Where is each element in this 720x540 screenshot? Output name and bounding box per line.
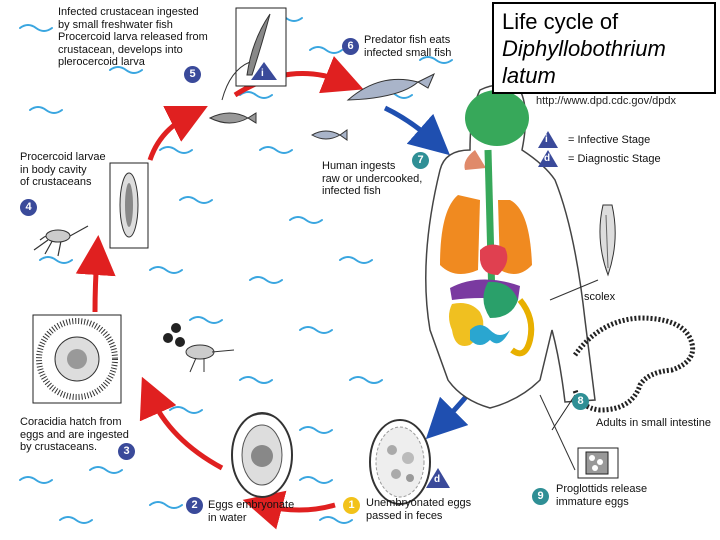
- stage-8-label: Adults in small intestine: [596, 417, 711, 429]
- stage-8-badge: 8: [572, 393, 589, 410]
- stage-3-label: Coracidia hatch from eggs and are ingest…: [20, 416, 129, 453]
- stage-4-badge: 4: [20, 199, 37, 216]
- predator-fish: [310, 72, 435, 141]
- stage-9-badge: 9: [532, 488, 549, 505]
- legend-infective-text: = Infective Stage: [568, 134, 651, 146]
- coracidium-inset: [32, 314, 235, 404]
- plerocercoid-inset: [208, 7, 287, 124]
- stage-6-label: Predator fish eats infected small fish: [364, 34, 452, 59]
- stage-6-badge: 6: [342, 38, 359, 55]
- adult-tapeworm: [551, 315, 696, 431]
- stage-9-label: Proglottids release immature eggs: [556, 483, 648, 508]
- proglottid-inset: [539, 394, 619, 479]
- stage-2-label: Eggs embryonate in water: [208, 499, 295, 524]
- legend-infective-letter: i: [545, 134, 548, 145]
- title-line-1: Life cycle of: [502, 9, 619, 34]
- procercoid-inset: [33, 162, 149, 257]
- stage-2-badge: 2: [186, 497, 203, 514]
- diagnostic-stage-mark: d: [434, 474, 441, 485]
- legend-icons: [251, 62, 558, 488]
- cycle-arrows: [75, 56, 364, 530]
- stage-7-badge: 7: [412, 152, 429, 169]
- embryonated-egg: [231, 412, 293, 498]
- arrow-6-to-7: [383, 105, 451, 156]
- arrow-5-to-6: [233, 56, 364, 98]
- legend-diagnostic-text: = Diagnostic Stage: [568, 153, 661, 165]
- stage-7-label: Human ingests raw or undercooked, infect…: [322, 160, 423, 197]
- legend-diagnostic-letter: d: [544, 153, 551, 164]
- human-figure: [425, 84, 596, 409]
- unembryonated-egg: [369, 419, 431, 505]
- stage-1-label: Unembryonated eggs passed in feces: [366, 497, 472, 522]
- source-url: http://www.dpd.cdc.gov/dpdx: [536, 95, 677, 107]
- stage-5-badge: 5: [184, 66, 201, 83]
- title-line-3: latum: [502, 63, 556, 88]
- stage-3-badge: 3: [118, 443, 135, 460]
- scolex-inset: [549, 204, 616, 301]
- stage-5-label: Infected crustacean ingested by small fr…: [58, 6, 208, 68]
- scolex-label: scolex: [584, 291, 616, 303]
- stage-4-label: Procercoid larvae in body cavity of crus…: [20, 151, 106, 188]
- arrow-1-to-2: [242, 490, 336, 530]
- arrow-3-to-4: [75, 235, 116, 313]
- water-waves: [19, 14, 453, 524]
- arrow-2-to-3: [139, 376, 224, 471]
- title-line-2: Diphyllobothrium: [502, 36, 666, 61]
- infective-stage-mark: i: [261, 68, 264, 79]
- diagram-title: Life cycle of Diphyllobothrium latum: [492, 2, 716, 94]
- stage-1-badge: 1: [343, 497, 360, 514]
- arrow-4-to-5: [147, 106, 208, 161]
